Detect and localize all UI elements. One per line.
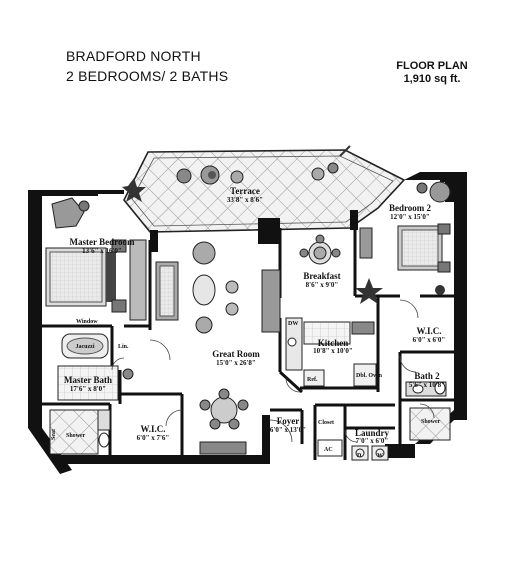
kitchen-fixtures [285,317,377,387]
exterior-walls [28,172,467,474]
refrigerator-label: Ref. [307,377,318,383]
plan-subtitle: 2 BEDROOMS/ 2 BATHS [66,68,229,84]
toilet-icon-2 [434,381,446,395]
plan-title: BRADFORD NORTH [66,48,201,64]
great-room-furniture [155,241,281,455]
master-bath-fixtures [49,333,134,455]
bedroom2-dims: 12'0" x 15'0" [390,213,430,221]
great-room-label: Great Room [212,349,260,359]
bath2-dims: 5'6" x 10'8" [409,381,445,389]
closet-label: Closet [318,420,334,426]
breakfast-furniture [299,234,341,265]
terrace-dims: 33'8" x 8'6" [227,196,263,204]
jacuzzi-label: Jacuzzi [76,344,95,350]
window-label: Window [76,319,98,325]
wic-bed2-label: W.I.C. [417,326,442,336]
master-bedroom-label: Master Bedroom [70,237,135,247]
master-bath-label: Master Bath [64,375,112,385]
master-bedroom-dims: 13'6" x 16'0" [82,247,122,255]
shower-master-label: Shower [66,433,86,439]
dishwasher-label: DW [288,321,298,327]
ac-label: AC [324,447,333,453]
dryer-label: D [357,453,362,459]
armchair-icon [51,197,85,229]
planter-icon [176,168,192,184]
shower-bath2-label: Shower [421,419,441,425]
bedroom2-furniture [355,181,451,304]
plant-icon [355,278,383,304]
washer-label: W [377,453,383,459]
linen-label: Lin. [118,344,129,350]
great-room-dims: 15'0" x 26'8" [216,359,256,367]
double-oven-label: Dbl. Oven [356,373,383,379]
seat-label: Seat [51,429,57,440]
laundry-fixtures [317,439,389,461]
wic-master-dims: 6'0" x 7'6" [137,434,170,442]
master-bedroom-furniture [45,197,147,321]
terrace-label: Terrace [230,186,260,196]
wic-master-label: W.I.C. [141,424,166,434]
laundry-label: Laundry [355,428,390,438]
bedroom2-label: Bedroom 2 [389,203,432,213]
interior-walls [42,228,454,460]
floor-plan-size: 1,910 sq ft. [403,73,461,85]
floor-plan-label: FLOOR PLAN [396,60,468,72]
palm-plant-icon [122,178,146,202]
laundry-dims: 7'0" x 6'0" [356,437,389,445]
bath2-label: Bath 2 [414,371,440,381]
master-bath-dims: 17'6" x 8'0" [70,385,106,393]
breakfast-label: Breakfast [303,271,340,281]
foyer-dims: 6'0" x 13'0" [270,426,306,434]
kitchen-label: Kitchen [318,338,349,348]
toilet-icon [98,432,110,448]
foyer-label: Foyer [277,416,300,426]
kitchen-dims: 10'8" x 10'0" [313,347,353,355]
wic-bed2-dims: 6'0" x 6'0" [413,336,446,344]
bath2-fixtures [405,381,451,441]
breakfast-dims: 8'6" x 9'0" [306,281,339,289]
terrace [122,145,406,233]
door-swings [111,299,435,443]
